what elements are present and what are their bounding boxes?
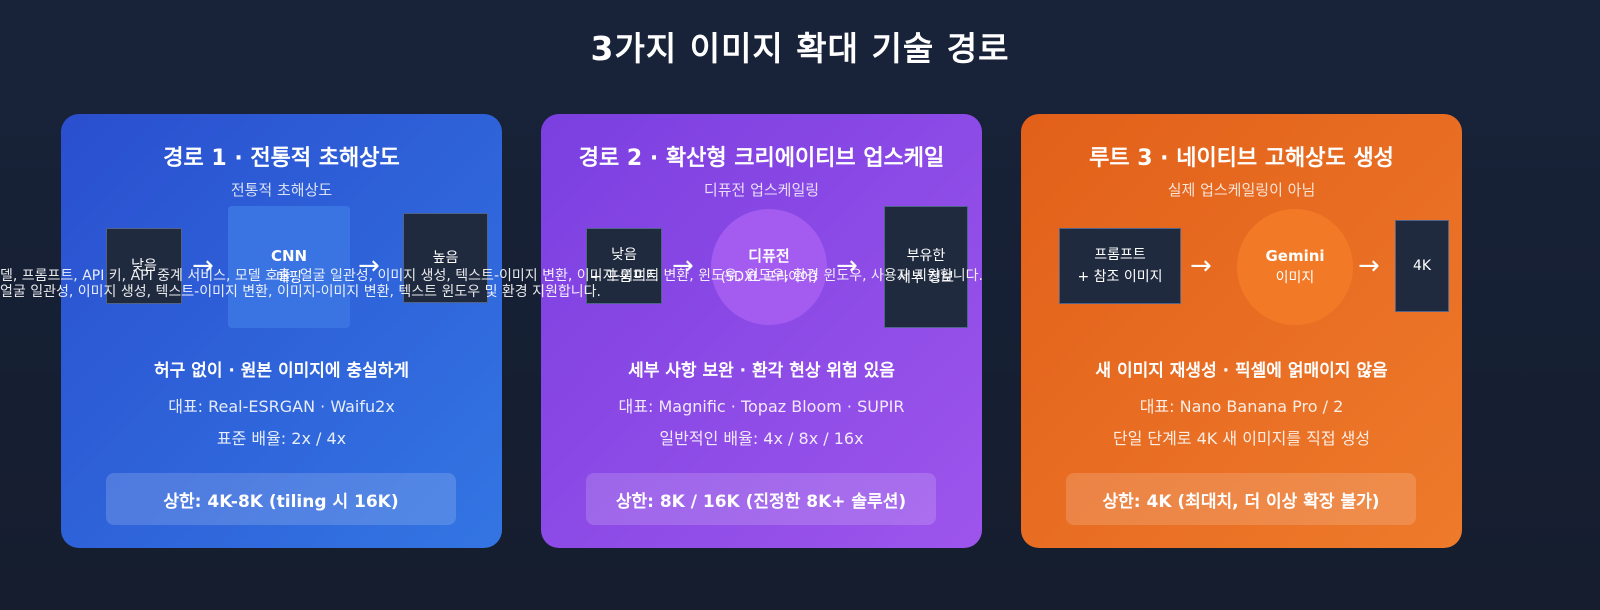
node-label: 매핑 bbox=[276, 270, 302, 286]
node-label: (SDXL 프라이어) bbox=[720, 270, 818, 285]
node-label: 부유한 bbox=[906, 248, 946, 264]
output-node-rich-detail: 부유한 세부 정보 bbox=[884, 206, 968, 328]
arrow-icon: → bbox=[672, 251, 694, 281]
arrow-icon: → bbox=[358, 251, 380, 281]
process-node-cnn: CNN 매핑 bbox=[228, 206, 350, 328]
card-limit: 상한: 8K / 16K (진정한 8K+ 솔루션) bbox=[586, 473, 936, 525]
input-node-prompt-reference: 프롬프트 + 참조 이미지 bbox=[1059, 228, 1181, 304]
card-title: 경로 1 · 전통적 초해상도 bbox=[163, 146, 400, 171]
card-limit: 상한: 4K (최대치, 더 이상 확장 불가) bbox=[1066, 473, 1416, 525]
card-representative: 대표: Magnific · Topaz Bloom · SUPIR bbox=[618, 397, 905, 416]
card-subtitle: 디퓨전 업스케일링 bbox=[703, 181, 820, 199]
input-node-low-prompt: 낮음 + 프롬프트 bbox=[586, 228, 662, 304]
node-label: 디퓨전 bbox=[748, 247, 790, 265]
node-label: 낮음 bbox=[131, 258, 157, 274]
node-label: + 프롬프트 bbox=[590, 269, 658, 285]
card-ratio: 일반적인 배율: 4x / 8x / 16x bbox=[659, 429, 864, 448]
node-label: Gemini bbox=[1265, 247, 1325, 265]
node-label: CNN bbox=[270, 247, 308, 265]
page-title: 3가지 이미지 확대 기술 경로 bbox=[590, 29, 1010, 68]
card-subtitle: 전통적 초해상도 bbox=[230, 181, 333, 199]
arrow-icon: → bbox=[836, 251, 858, 281]
arrow-icon: → bbox=[1190, 251, 1212, 281]
node-label: 높음 bbox=[432, 250, 459, 266]
node-label: 낮음 bbox=[611, 247, 637, 263]
card-title: 경로 2 · 확산형 크리에이티브 업스케일 bbox=[578, 146, 945, 171]
node-label: 프롬프트 bbox=[1094, 247, 1146, 263]
output-node-high: 높음 bbox=[403, 213, 488, 303]
route-1-card: 경로 1 · 전통적 초해상도 전통적 초해상도 낮음 → CNN 매핑 → 높… bbox=[61, 114, 502, 548]
card-representative: 대표: Real-ESRGAN · Waifu2x bbox=[168, 397, 395, 416]
route-3-card: 루트 3 · 네이티브 고해상도 생성 실제 업스케일링이 아님 프롬프트 + … bbox=[1021, 114, 1462, 548]
process-node-diffusion: 디퓨전 (SDXL 프라이어) bbox=[711, 209, 827, 325]
card-ratio: 표준 배율: 2x / 4x bbox=[216, 429, 347, 448]
arrow-icon: → bbox=[1358, 251, 1380, 281]
card-representative: 대표: Nano Banana Pro / 2 bbox=[1139, 397, 1344, 416]
output-node-4k: 4K bbox=[1395, 220, 1449, 312]
card-title: 루트 3 · 네이티브 고해상도 생성 bbox=[1089, 146, 1394, 171]
input-node-low: 낮음 bbox=[106, 228, 182, 304]
card-emphasis: 세부 사항 보완 · 환각 현상 위험 있음 bbox=[628, 361, 895, 381]
card-ratio: 단일 단계로 4K 새 이미지를 직접 생성 bbox=[1112, 429, 1371, 448]
process-node-gemini: Gemini 이미지 bbox=[1237, 209, 1353, 325]
node-label: 세부 정보 bbox=[898, 270, 954, 286]
card-subtitle: 실제 업스케일링이 아님 bbox=[1167, 181, 1316, 199]
node-label: 4K bbox=[1412, 258, 1432, 274]
node-label: 이미지 bbox=[1275, 270, 1315, 286]
route-2-card: 경로 2 · 확산형 크리에이티브 업스케일 디퓨전 업스케일링 낮음 + 프롬… bbox=[541, 114, 982, 548]
card-emphasis: 허구 없이 · 원본 이미지에 충실하게 bbox=[153, 361, 409, 381]
card-limit: 상한: 4K-8K (tiling 시 16K) bbox=[106, 473, 456, 525]
arrow-icon: → bbox=[192, 251, 214, 281]
card-emphasis: 새 이미지 재생성 · 픽셀에 얽매이지 않음 bbox=[1095, 361, 1388, 381]
node-label: + 참조 이미지 bbox=[1077, 269, 1163, 285]
